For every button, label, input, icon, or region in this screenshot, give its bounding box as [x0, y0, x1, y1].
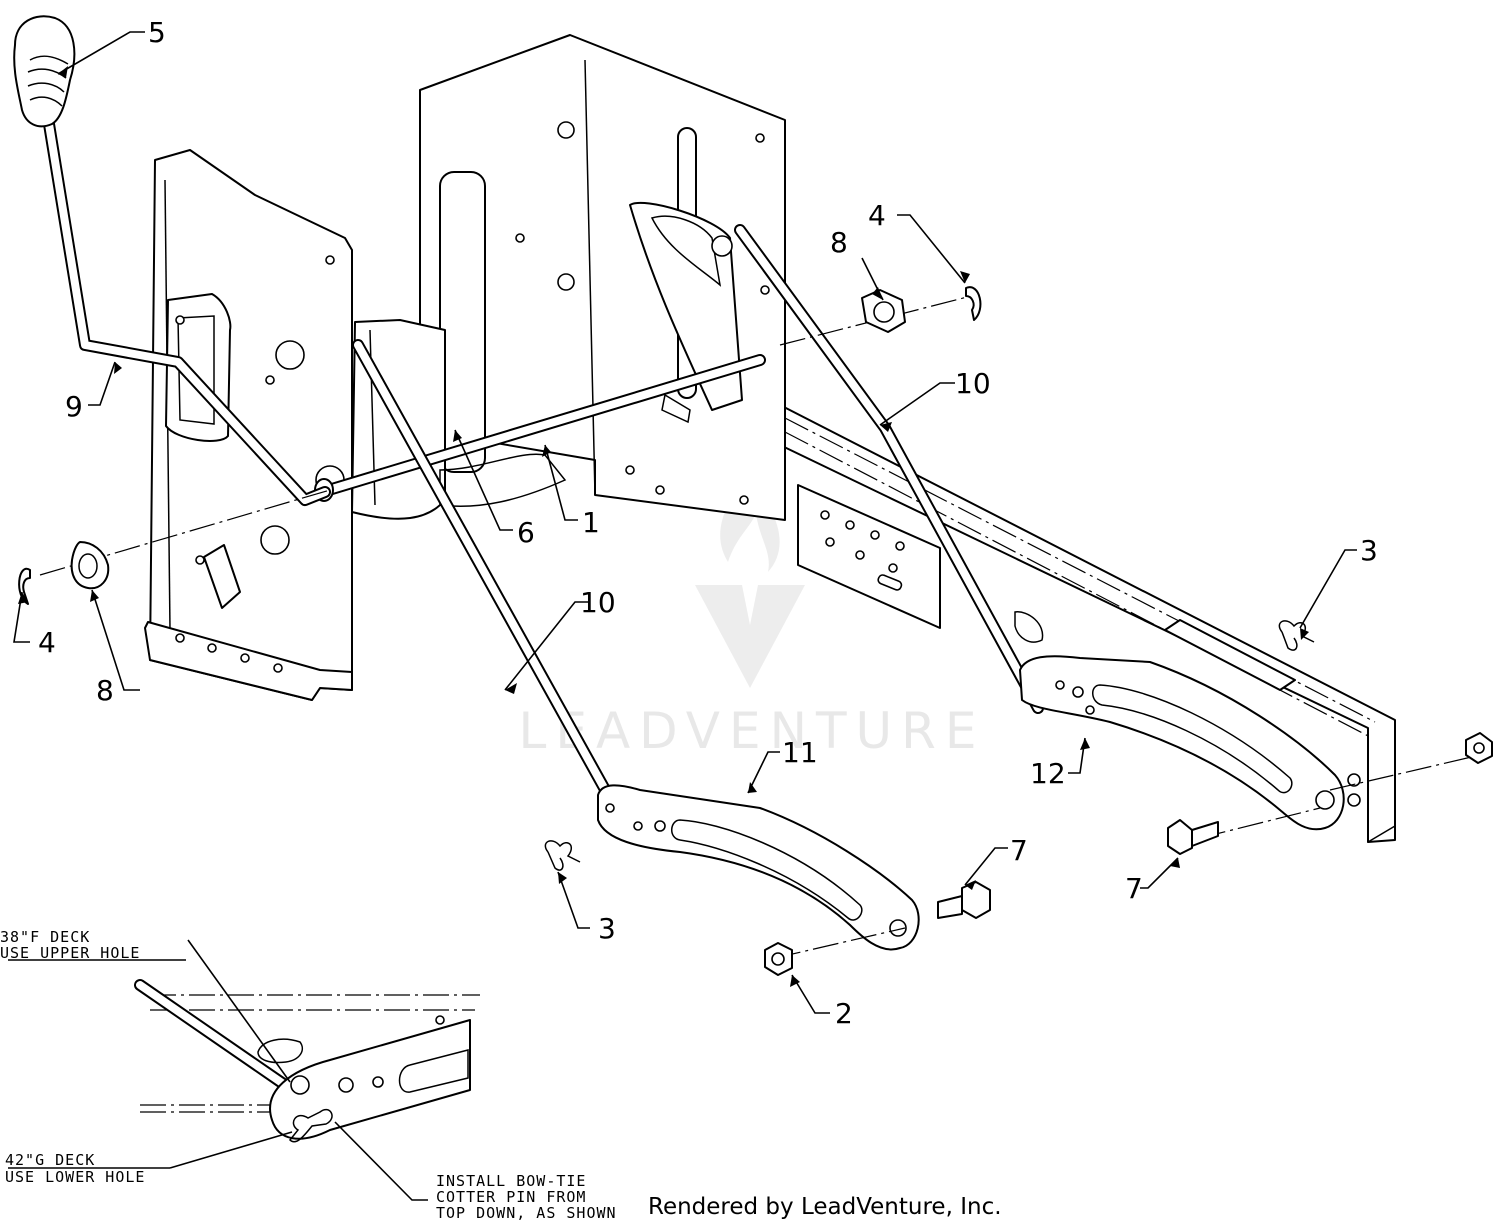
lift-handle — [13, 15, 331, 506]
callout-8-right: 8 — [830, 226, 848, 259]
note-install-line3: TOP DOWN, AS SHOWN — [436, 1204, 617, 1222]
callout-7-front: 7 — [1010, 834, 1028, 867]
callout-2: 2 — [835, 997, 853, 1030]
callout-6: 6 — [517, 516, 535, 549]
callout-12: 12 — [1030, 757, 1066, 790]
shoulder-bolt-rear — [1167, 819, 1219, 855]
bow-tie-clip-rear — [1278, 620, 1315, 651]
footer-credit: Rendered by LeadVenture, Inc. — [648, 1194, 1002, 1220]
note-38-deck-line1: 38"F DECK — [0, 928, 90, 946]
center-plate — [419, 34, 786, 521]
callout-3-rear: 3 — [1360, 534, 1378, 567]
hex-nut-rear — [1465, 732, 1493, 764]
callout-4-left: 4 — [38, 626, 56, 659]
shoulder-bolt-front — [937, 881, 991, 919]
hanger-bracket-right — [1019, 655, 1345, 831]
callout-10-rear: 10 — [955, 367, 991, 400]
note-42-deck-line2: USE LOWER HOLE — [5, 1168, 145, 1186]
flange-bushing-left — [70, 541, 110, 590]
bow-tie-clip-front — [544, 840, 581, 871]
watermark-logo: LEADVENTURE — [519, 478, 986, 760]
callout-3-front: 3 — [598, 912, 616, 945]
callout-7-rear: 7 — [1125, 872, 1143, 905]
note-install-line1: INSTALL BOW-TIE — [436, 1172, 586, 1190]
hanger-bracket-left — [597, 784, 920, 951]
callout-1: 1 — [582, 506, 600, 539]
left-side-plate — [144, 149, 353, 701]
callout-11: 11 — [782, 736, 818, 769]
note-install-line2: COTTER PIN FROM — [436, 1188, 586, 1206]
arrowheads — [18, 66, 1309, 987]
note-38-deck-line2: USE UPPER HOLE — [0, 944, 140, 962]
callout-8-left: 8 — [96, 674, 114, 707]
callout-9: 9 — [65, 390, 83, 423]
flange-nut-right — [861, 289, 906, 333]
callout-4-right: 4 — [868, 199, 886, 232]
watermark-text: LEADVENTURE — [519, 702, 986, 760]
leader-lines — [13, 31, 1357, 1014]
lift-link-front — [352, 339, 614, 801]
callout-10-front: 10 — [580, 586, 616, 619]
lock-nut-front — [764, 942, 793, 976]
height-adjust-quadrant — [629, 201, 743, 424]
callout-5: 5 — [148, 16, 166, 49]
note-42-deck-line1: 42"G DECK — [5, 1151, 95, 1169]
inset-detail — [8, 939, 480, 1201]
e-ring-right — [965, 286, 982, 321]
